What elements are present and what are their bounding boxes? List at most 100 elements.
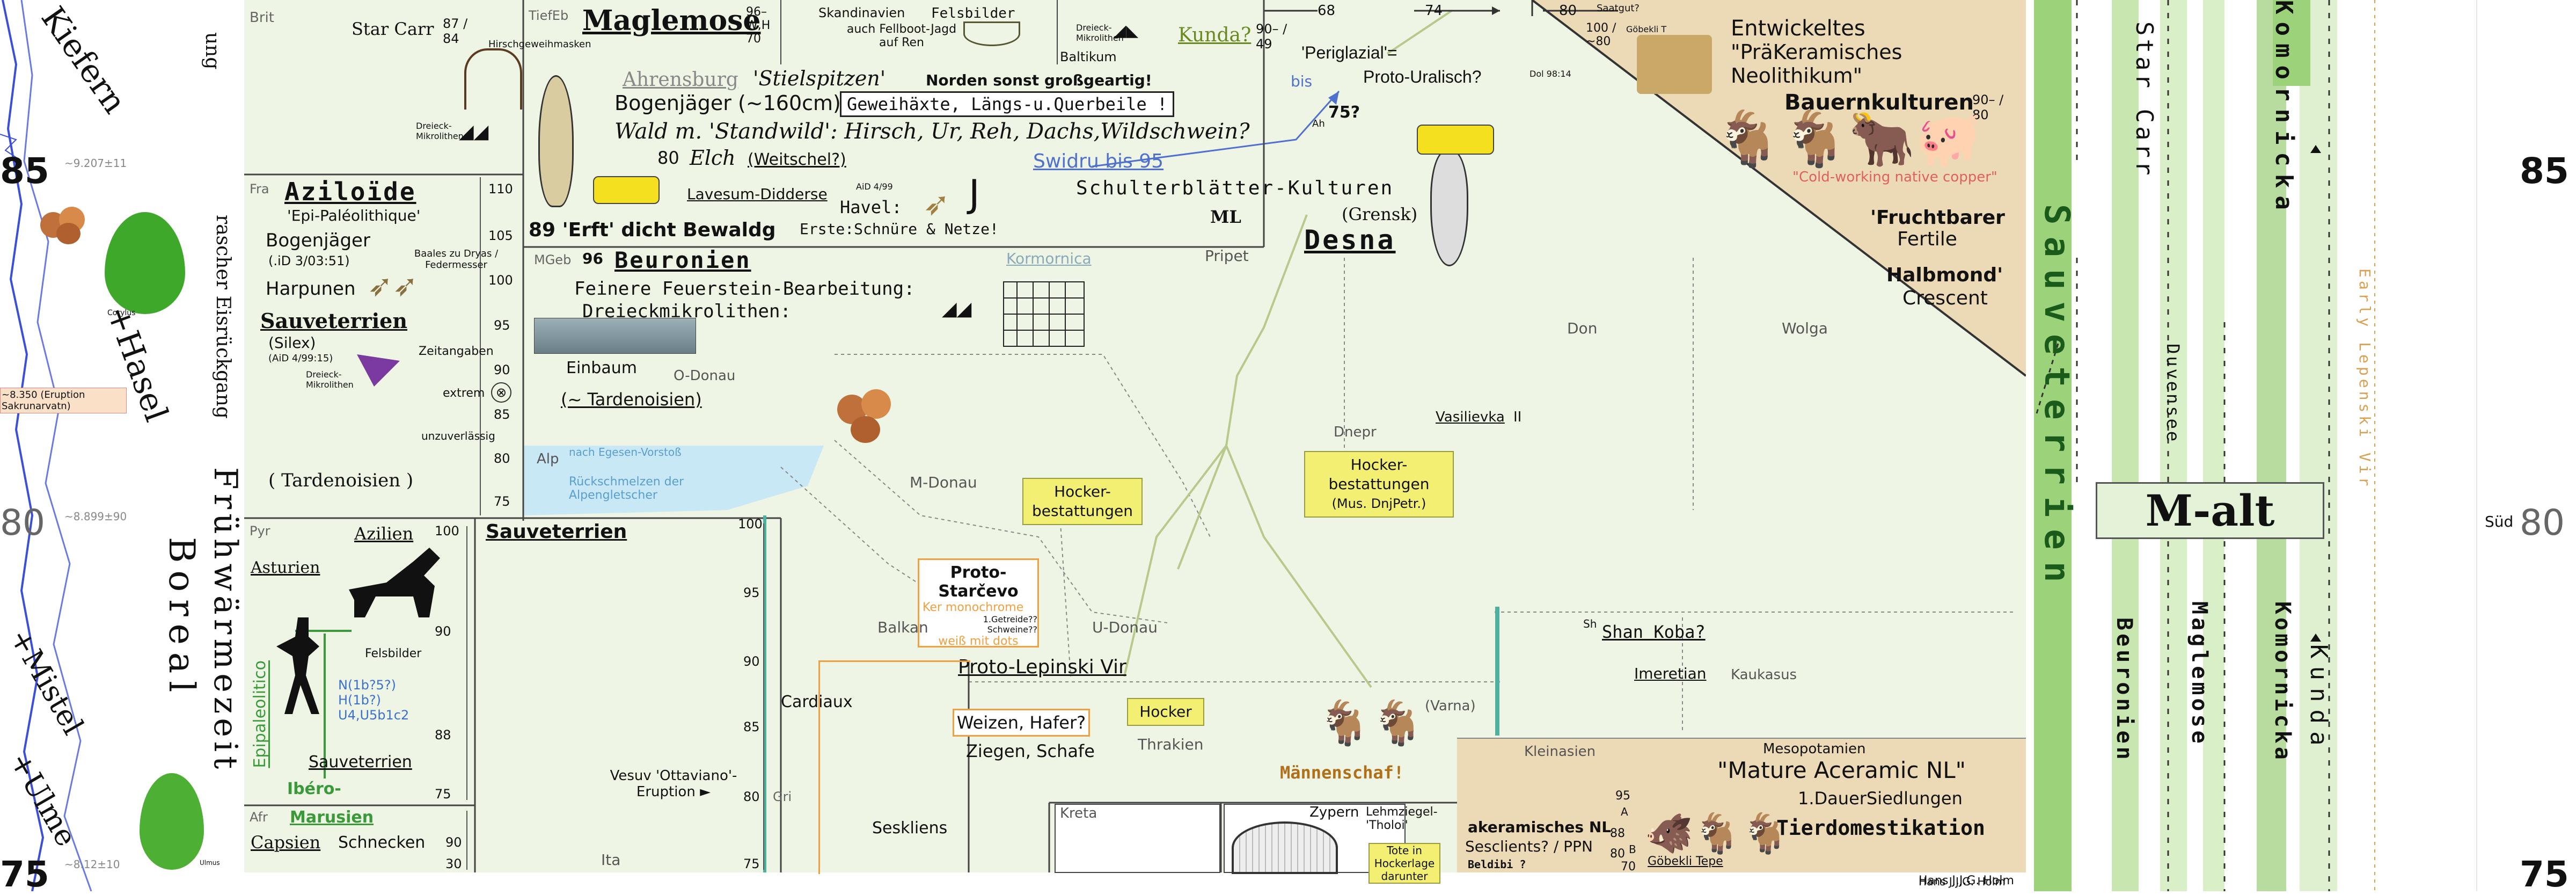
erft-label: 89 'Erft' dicht Bewaldg <box>529 219 776 241</box>
zeitangaben-label: Zeitangaben <box>419 345 494 358</box>
relief-image <box>1637 35 1712 94</box>
bl-tick-100: 100 <box>435 523 459 539</box>
tiefeb-label: TiefEb <box>529 8 569 23</box>
elm-leaf-icon <box>140 773 204 870</box>
star-carr-strip: Star Carr <box>2131 21 2158 179</box>
kunda-label: Kunda? <box>1178 24 1252 46</box>
bl-tick-b90: 90 <box>445 835 462 850</box>
credit-label: Hans J.J.G. Holm <box>1919 874 2014 887</box>
pollen-panel: Kiefern +Hasel +Mistel +Ulme ~8.350 (Eru… <box>0 0 244 895</box>
marusien-label: Marusien <box>290 808 374 827</box>
epi-label: 'Epi-Paléolithique' <box>287 207 421 224</box>
lavesum-label: Lavesum-Didderse <box>687 185 828 203</box>
silex-label: (Silex) <box>268 334 316 352</box>
mgeb-label: MGeb <box>534 252 572 267</box>
praekeramisch-label: "PräKeramisches Neolithikum" <box>1731 40 1902 88</box>
tote-label: Tote in Hockerlage darunter <box>1368 843 1440 884</box>
beuronien-strip: Beuronien <box>2112 617 2136 763</box>
stielspitzen-label: 'Stielspitzen' <box>753 67 886 90</box>
tardenoisien-label-beur: (~ Tardenoisien) <box>561 389 702 410</box>
kormornica-label: Kormornica <box>1006 250 1092 267</box>
net-icon <box>1003 281 1085 347</box>
m-alt-box: M-alt <box>2096 482 2324 539</box>
unzuverl-label: unzuverlässig <box>421 430 495 442</box>
dauer-label: 1.DauerSiedlungen <box>1798 788 1963 809</box>
felsbilder-bl: Felsbilder <box>365 647 422 660</box>
schnecken-label: Schnecken <box>338 833 426 852</box>
star-carr-dates: 87 / 84 <box>443 16 468 46</box>
dreieck-label-mid: Dreieck-Mikrolithen <box>1076 23 1124 43</box>
br-date-a: A <box>1621 805 1628 818</box>
odonau-label: O-Donau <box>674 368 736 384</box>
felsbilder-top: Felsbilder <box>931 5 1015 21</box>
hazel-leaf-icon <box>105 212 185 314</box>
harpoon-icon-2: ➶➶ <box>368 268 418 303</box>
capsien-label: Capsien <box>251 832 321 853</box>
neolithic-region <box>244 0 2026 872</box>
halbmond-label: Halbmond' <box>1886 264 2003 286</box>
date-ref-label: (.iD 3/03:51) <box>268 253 350 268</box>
dna-3: U4,U5b1c2 <box>338 708 409 723</box>
epipaleolitico-label: Epipaleolitico <box>251 660 269 768</box>
hook-icon: J <box>969 172 980 216</box>
fruchtbarer-label: 'Fruchtbarer <box>1870 207 2005 229</box>
erste-label: Erste:Schnüre & Netze! <box>800 220 999 238</box>
gobekli-label: Göbekli Tepe <box>1648 855 1723 868</box>
bl-tick-90: 90 <box>435 624 451 639</box>
kreta-box <box>1055 804 1220 873</box>
antler-icon <box>464 48 522 110</box>
triangle-icons-beur: ◢◢ <box>942 298 972 320</box>
havel-label: Havel: <box>840 197 902 217</box>
wald-label: Wald m. 'Standwild': Hirsch, Ur, Reh, Da… <box>614 119 1250 144</box>
warning-icon: ⊗ <box>491 382 511 403</box>
triangle-icons-mid: ◢◣ <box>1114 21 1139 40</box>
skandinavien-label: Skandinavien <box>818 5 905 20</box>
sauveterrien-title: Sauveterrien <box>486 521 627 543</box>
dna-2: H(1b?) <box>338 693 382 708</box>
sauveterrien-strip: Sauveterrien <box>2037 204 2076 594</box>
dnepr-label: Dnepr <box>1334 424 1377 440</box>
canoe-image <box>534 318 696 354</box>
goats-icon: 🐐🐐 <box>1318 698 1425 748</box>
dates-label-tr: 100 / ~80 <box>1586 21 1616 48</box>
pyr-label: Pyr <box>250 523 270 539</box>
fruehwaermezeit-label: Frühwärmezeit <box>207 467 244 774</box>
fra-tick-95: 95 <box>494 318 510 333</box>
beuronien-date: 96 <box>582 250 603 267</box>
vasilievka-2-label: II <box>1513 409 1522 425</box>
br-date-80: 80 <box>1610 847 1625 861</box>
flint-blade-icon <box>538 75 574 207</box>
protouralisch-label: Proto-Uralisch? <box>1363 67 1482 86</box>
sv-tick-100: 100 <box>738 516 763 532</box>
fra-tick-105: 105 <box>488 228 513 243</box>
kleinasien-label: Kleinasien <box>1524 744 1596 760</box>
kaukasus-label: Kaukasus <box>1731 667 1797 683</box>
sesclients-label: Sesclients? / PPN <box>1465 838 1593 855</box>
bl-tick-b30: 30 <box>445 856 462 871</box>
sued-label: Süd <box>2485 513 2514 530</box>
bogenjaeger-label: Bogenjäger (~160cm), <box>614 91 847 115</box>
geweih-label: Geweihäxte, Längs-u.Querbeile ! <box>840 91 1175 117</box>
hazelnut-icon-2 <box>837 389 896 448</box>
kunda-strip: Kunda <box>2305 644 2332 753</box>
saatgut-label: Saatgut? <box>1597 3 1640 14</box>
fra-label: Fra <box>250 181 269 197</box>
hirsch-label: Hirschgeweihmasken <box>488 39 591 50</box>
maglemose-strip: Maglemose <box>2187 601 2212 747</box>
farm-animals-icon: 🐐🐐🐂🐖 <box>1715 107 1982 170</box>
crescent-label: Crescent <box>1902 287 1988 309</box>
maglemose-dates: 96– W,H 70 <box>746 5 771 46</box>
schulterblatt-label: Schulterblätter-Kulturen <box>1076 177 1394 199</box>
boreal-label: Boreal <box>161 537 202 700</box>
hocker-box-3: Hocker <box>1127 698 1204 726</box>
sv-tick-90: 90 <box>743 654 760 669</box>
mesopotamien-label: Mesopotamien <box>1763 741 1866 757</box>
periglazial-label: 'Periglazial'= <box>1301 43 1397 62</box>
ml-label: ML <box>1210 207 1241 227</box>
feinere-label: Feinere Feuerstein-Bearbeitung: <box>574 278 915 300</box>
sv-tick-85: 85 <box>743 719 760 734</box>
proto-lepinski-label: Proto-Lepinski Vir <box>958 656 1126 678</box>
right-strip: Sauveterrien Beuronien Maglemose Komorni… <box>2026 0 2576 895</box>
duvensee-strip: Duvensee <box>2163 344 2183 444</box>
balkan-label: Balkan <box>877 619 928 636</box>
